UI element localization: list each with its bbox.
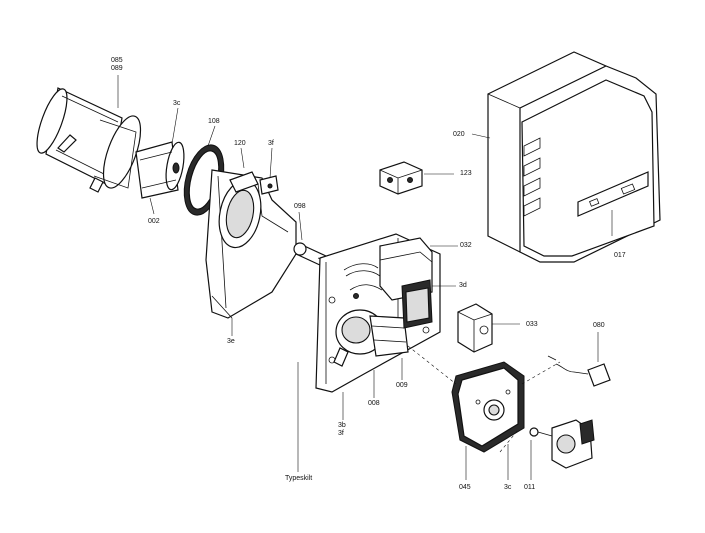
burner-cover — [487, 51, 661, 263]
cover-plate — [451, 361, 525, 453]
callout-3f-bottom: 3f — [338, 430, 344, 437]
callout-008: 008 — [368, 400, 380, 407]
callout-002: 002 — [148, 218, 160, 225]
leader-lines — [117, 75, 613, 480]
callout-3f-top: 3f — [268, 140, 274, 147]
callout-032: 032 — [460, 242, 472, 249]
callout-098: 098 — [294, 203, 306, 210]
callout-3b: 3b — [338, 422, 346, 429]
callout-123: 123 — [460, 170, 472, 177]
callout-011: 011 — [524, 484, 536, 491]
callout-017: 017 — [614, 252, 626, 259]
callout-3c-bottom: 3c — [504, 484, 512, 491]
callout-045: 045 — [459, 484, 471, 491]
callout-020: 020 — [453, 131, 465, 138]
callout-009: 009 — [396, 382, 408, 389]
oil-pump — [529, 419, 595, 469]
callout-108: 108 — [208, 118, 220, 125]
control-box — [457, 303, 493, 353]
callout-3c-top: 3c — [173, 100, 181, 107]
fan-housing — [205, 169, 297, 319]
callout-typeskilt: Typeskilt — [285, 475, 313, 482]
nozzle-assembly — [135, 141, 185, 199]
callout-3d: 3d — [459, 282, 467, 289]
callout-080: 080 — [593, 322, 605, 329]
ignition-transformer — [343, 237, 433, 329]
blast-tube — [36, 87, 142, 193]
motor-assembly — [333, 309, 409, 367]
relay-plug — [379, 161, 423, 195]
callout-3e: 3e — [227, 338, 235, 345]
callout-033: 033 — [526, 321, 538, 328]
callout-120: 120 — [234, 140, 246, 147]
callout-089: 089 — [111, 65, 123, 72]
callout-085: 085 — [111, 57, 123, 64]
cable-connector — [547, 355, 611, 387]
